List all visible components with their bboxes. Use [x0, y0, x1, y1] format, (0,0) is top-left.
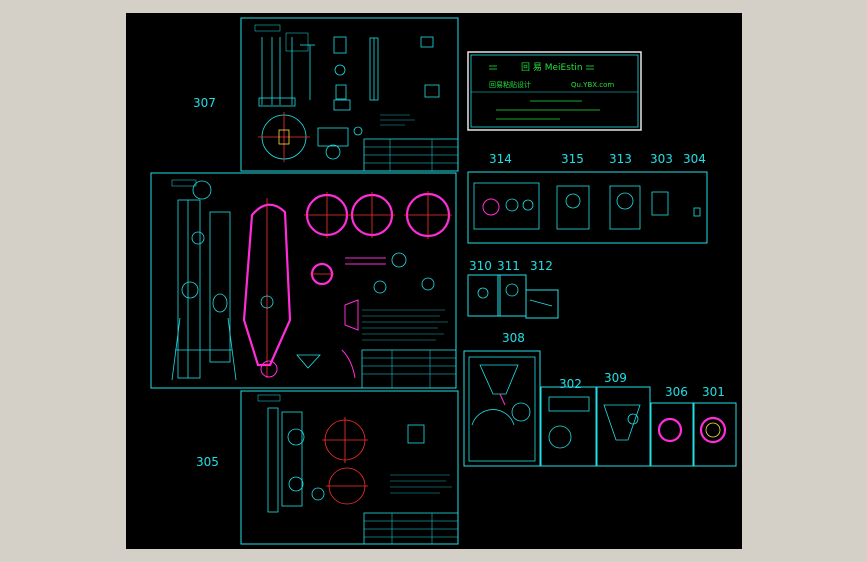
sheet-305-title-block: [363, 512, 459, 545]
title-stamp-line-left: 回易粘贴设计: [489, 80, 531, 89]
title-stamp-line-right: Qu.YBX.com: [571, 81, 614, 89]
label-308: 308: [502, 331, 525, 345]
label-315: 315: [561, 152, 584, 166]
sheet-main-assembly[interactable]: [150, 172, 457, 389]
label-303: 303: [650, 152, 673, 166]
sheet-group-310-312[interactable]: [467, 274, 559, 319]
label-307: 307: [193, 96, 216, 110]
label-310: 310: [469, 259, 492, 273]
sheet-306[interactable]: [650, 402, 694, 467]
sheet-307[interactable]: [240, 17, 459, 172]
sheet-main-notes: [362, 309, 448, 341]
label-305: 305: [196, 455, 219, 469]
sheet-main-title-block: [361, 349, 457, 389]
sheet-301[interactable]: [693, 402, 737, 467]
label-309: 309: [604, 371, 627, 385]
sheet-302[interactable]: [540, 386, 597, 467]
sheet-307-notes: [380, 114, 415, 126]
sheet-309[interactable]: [596, 386, 651, 467]
sheet-307-title-block: [363, 138, 459, 172]
label-304: 304: [683, 152, 706, 166]
sheet-305-notes: [390, 474, 452, 494]
label-314: 314: [489, 152, 512, 166]
sheet-308[interactable]: [463, 350, 541, 467]
label-306: 306: [665, 385, 688, 399]
title-stamp-logo: 回 易 MeiEstin: [521, 62, 583, 73]
label-313: 313: [609, 152, 632, 166]
label-311: 311: [497, 259, 520, 273]
label-302: 302: [559, 377, 582, 391]
label-301: 301: [702, 385, 725, 399]
label-312: 312: [530, 259, 553, 273]
sheet-group-314-304[interactable]: [467, 171, 708, 244]
sheet-305[interactable]: [240, 390, 459, 545]
cad-drawing-viewport[interactable]: [126, 13, 742, 549]
title-stamp-block[interactable]: 回 易 MeiEstin 回易粘贴设计 Qu.YBX.com: [467, 51, 642, 131]
